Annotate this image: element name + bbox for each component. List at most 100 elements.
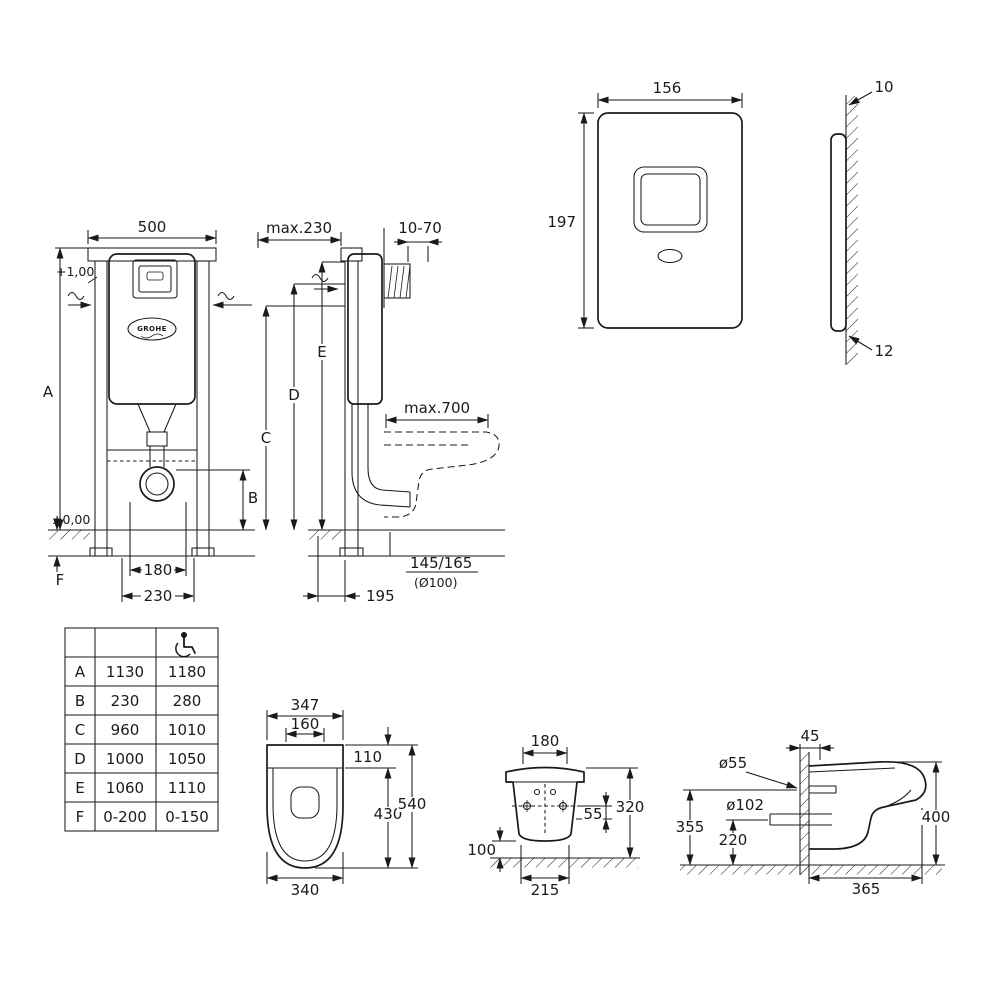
dim-rod-10-70: 10-70	[394, 219, 442, 262]
plate-profile	[830, 133, 847, 332]
row-accessible-value: 1180	[168, 663, 206, 681]
dim-400: 400	[895, 761, 952, 866]
dim-label-max230: max.230	[266, 219, 332, 237]
dim-label-10-70: 10-70	[398, 219, 442, 237]
flush-bend-pipe	[351, 404, 411, 508]
dim-bolt-spacing-180: 180	[129, 502, 187, 579]
dim-label-55: 55	[583, 805, 602, 823]
dim-365: 365	[808, 808, 923, 898]
row-standard-value: 1000	[106, 750, 144, 768]
table-row-A: A 1130 1180	[75, 663, 206, 681]
dim-height-D: D	[284, 283, 345, 531]
dim-label-430: 430	[374, 805, 403, 823]
dim-label-180: 180	[144, 561, 173, 579]
dim-label-145-165: 145/165	[410, 554, 472, 572]
dim-110-430: 110 430	[315, 727, 418, 869]
dim-180-front: 180	[522, 732, 568, 764]
dim-o55: ø55	[719, 754, 798, 789]
flush-plate-body	[597, 112, 743, 329]
dim-label-340: 340	[291, 881, 320, 899]
dim-label-355: 355	[676, 818, 705, 836]
table-row-E: E 1060 1110	[75, 779, 206, 797]
table-row-C: C 960 1010	[75, 721, 206, 739]
dim-540: 540	[397, 744, 427, 869]
dim-frame-height-A: A	[43, 247, 88, 531]
row-accessible-value: 280	[173, 692, 202, 710]
dim-label-B: B	[248, 489, 258, 507]
dim-355: 355	[674, 789, 797, 866]
table-row-F: F 0-200 0-150	[76, 808, 209, 826]
dim-outlet-spacing-230: 230	[121, 558, 195, 605]
dim-base-195: 195	[303, 536, 395, 605]
wc-top-view: 347 160 110 430 540 340	[266, 696, 427, 899]
dim-label-230: 230	[144, 587, 173, 605]
row-label: B	[75, 692, 85, 710]
frame-front-view: GROHE 500 A +	[43, 218, 258, 605]
wc-front-view: 180 55 320 100 215	[467, 732, 646, 899]
dim-label-C: C	[261, 429, 271, 447]
dim-label-220: 220	[719, 831, 748, 849]
row-accessible-value: 1010	[168, 721, 206, 739]
dim-label-10: 10	[874, 78, 893, 96]
dim-340: 340	[266, 852, 344, 899]
row-label: F	[76, 808, 85, 826]
dim-label-365: 365	[852, 880, 881, 898]
dim-label-o100: (Ø100)	[414, 575, 457, 590]
dim-160: 160	[285, 715, 325, 742]
dim-label-215: 215	[531, 881, 560, 899]
dim-max-230: max.230	[257, 219, 342, 248]
dim-label-400: 400	[922, 808, 951, 826]
level-label-plus-1: +1,00	[56, 264, 94, 279]
row-label: C	[75, 721, 85, 739]
flush-small-button	[657, 248, 683, 264]
floor-hatch-side	[680, 865, 942, 875]
wc-front-outline	[505, 766, 585, 842]
row-accessible-value: 1050	[168, 750, 206, 768]
fixing-stud	[809, 785, 837, 794]
dim-220: 220	[719, 819, 768, 866]
floor-hatch-front	[490, 858, 638, 868]
dim-label-45: 45	[800, 727, 819, 745]
dim-outlet-height-B: B	[176, 469, 258, 531]
dim-label-180-front: 180	[531, 732, 560, 750]
dim-label-197: 197	[547, 213, 576, 231]
wheelchair-icon	[175, 632, 196, 658]
dim-height-C: C	[256, 305, 345, 531]
table-row-B: B 230 280	[75, 692, 201, 710]
dim-height-E: E	[312, 261, 345, 531]
wall-hatch	[846, 96, 858, 364]
dim-55: 55	[576, 792, 612, 833]
dim-label-195: 195	[366, 587, 395, 605]
dim-215: 215	[520, 845, 570, 899]
row-standard-value: 960	[111, 721, 140, 739]
dim-label-D: D	[288, 386, 300, 404]
mounting-holes	[521, 788, 569, 812]
flush-plate-side-view: 10 12	[830, 78, 894, 365]
size-table: A 1130 1180 B 230 280 C 960 1010 D 1000 …	[64, 627, 219, 832]
dim-label-160: 160	[291, 715, 320, 733]
floor-lines-side	[308, 529, 505, 557]
row-standard-value: 0-200	[103, 808, 147, 826]
grohe-logo-text: GROHE	[137, 325, 167, 333]
dim-label-o55: ø55	[719, 754, 747, 772]
frame-side-view: max.230 10-70 E D C	[256, 219, 505, 605]
dim-plate-width: 156	[597, 79, 743, 108]
dim-label-o102: ø102	[726, 796, 764, 814]
row-accessible-value: 0-150	[165, 808, 209, 826]
dim-thickness-12: 12	[848, 335, 894, 360]
dim-label-540: 540	[398, 795, 427, 813]
cistern: GROHE	[108, 253, 196, 405]
dim-label-156: 156	[653, 79, 682, 97]
dim-label-12: 12	[874, 342, 893, 360]
dim-label-F: F	[56, 571, 65, 589]
dim-100: 100	[467, 827, 516, 872]
dim-347: 347	[266, 696, 344, 740]
dim-45: 45	[786, 727, 834, 760]
row-label: D	[74, 750, 86, 768]
grohe-wave	[140, 333, 164, 339]
row-standard-value: 1060	[106, 779, 144, 797]
dim-label-500: 500	[138, 218, 167, 236]
dim-frame-width: 500	[87, 218, 217, 244]
frame-rail-side	[339, 247, 383, 557]
